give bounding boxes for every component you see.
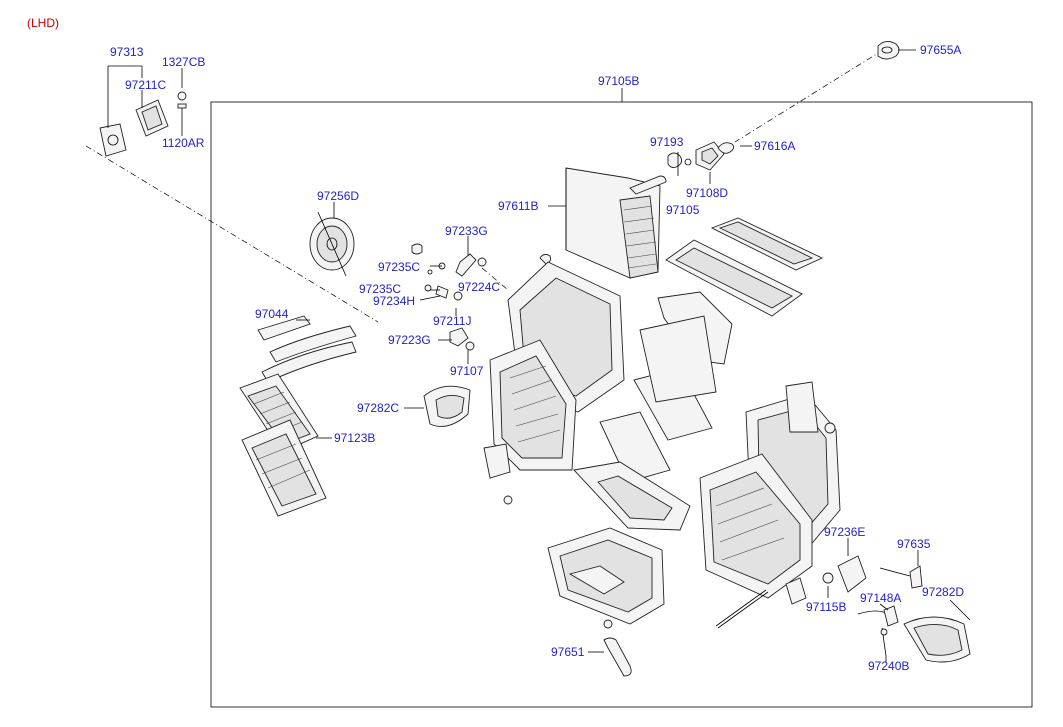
part-label: 97044 xyxy=(255,307,289,321)
part-label: 1120AR xyxy=(162,136,205,150)
drain-pan-illustration xyxy=(547,527,665,677)
variant-label: (LHD) xyxy=(27,16,59,30)
part-label: 97616A xyxy=(754,139,795,153)
part-label: 97108D xyxy=(686,186,728,200)
part-label: 97211J xyxy=(433,314,471,328)
part-label: 97282C xyxy=(357,401,399,415)
part-label: 97282D xyxy=(922,585,964,599)
actuator-linkage-illustration xyxy=(411,243,551,351)
harness-97148A-illustration xyxy=(857,605,899,627)
part-label: 97234H xyxy=(373,294,415,308)
part-label: 97235C xyxy=(378,260,420,274)
sensor-97635-illustration xyxy=(879,565,923,589)
heater-case-right-illustration xyxy=(699,381,841,599)
bracket-97313-illustration xyxy=(99,91,187,157)
blower-fan-illustration xyxy=(309,211,355,277)
part-label: 97193 xyxy=(650,135,684,149)
part-label: 97235C xyxy=(359,282,401,296)
heater-core-illustration xyxy=(239,315,357,517)
part-label: 97107 xyxy=(450,364,484,378)
part-label: 97115B xyxy=(806,600,846,614)
part-label: 97223G xyxy=(388,333,431,347)
part-label: 97655A xyxy=(920,43,961,57)
gasket-97655A-illustration xyxy=(877,41,900,60)
assembly-frame xyxy=(210,101,1033,708)
part-label: 97148A xyxy=(860,591,901,605)
part-label: 97313 xyxy=(110,45,144,59)
part-label: 1327CB xyxy=(162,55,205,69)
part-label: 97233G xyxy=(445,224,488,238)
part-label: 97224C xyxy=(458,280,500,294)
air-filter-illustration xyxy=(657,217,824,365)
actuator-97236E-illustration xyxy=(785,555,867,605)
part-label: 97256D xyxy=(317,189,359,203)
part-label: 97611B xyxy=(498,199,538,213)
mode-door-illustration xyxy=(573,315,717,531)
part-label: 97240B xyxy=(868,659,909,673)
evaporator-illustration xyxy=(565,167,667,279)
part-label: 97105B xyxy=(598,74,639,88)
heater-case-left-illustration xyxy=(483,261,625,505)
duct-97282C-illustration xyxy=(423,385,471,427)
part-label: 97635 xyxy=(897,537,931,551)
part-label: 97236E xyxy=(824,525,865,539)
part-label: 97651 xyxy=(551,645,585,659)
part-label: 97123B xyxy=(334,431,375,445)
expansion-valve-illustration xyxy=(667,141,735,171)
sensor-97240B-illustration xyxy=(880,627,888,657)
part-label: 97211C xyxy=(125,78,166,92)
part-label: 97105 xyxy=(666,203,700,217)
cable-illustration xyxy=(715,589,769,629)
duct-97282D-illustration xyxy=(903,616,971,663)
